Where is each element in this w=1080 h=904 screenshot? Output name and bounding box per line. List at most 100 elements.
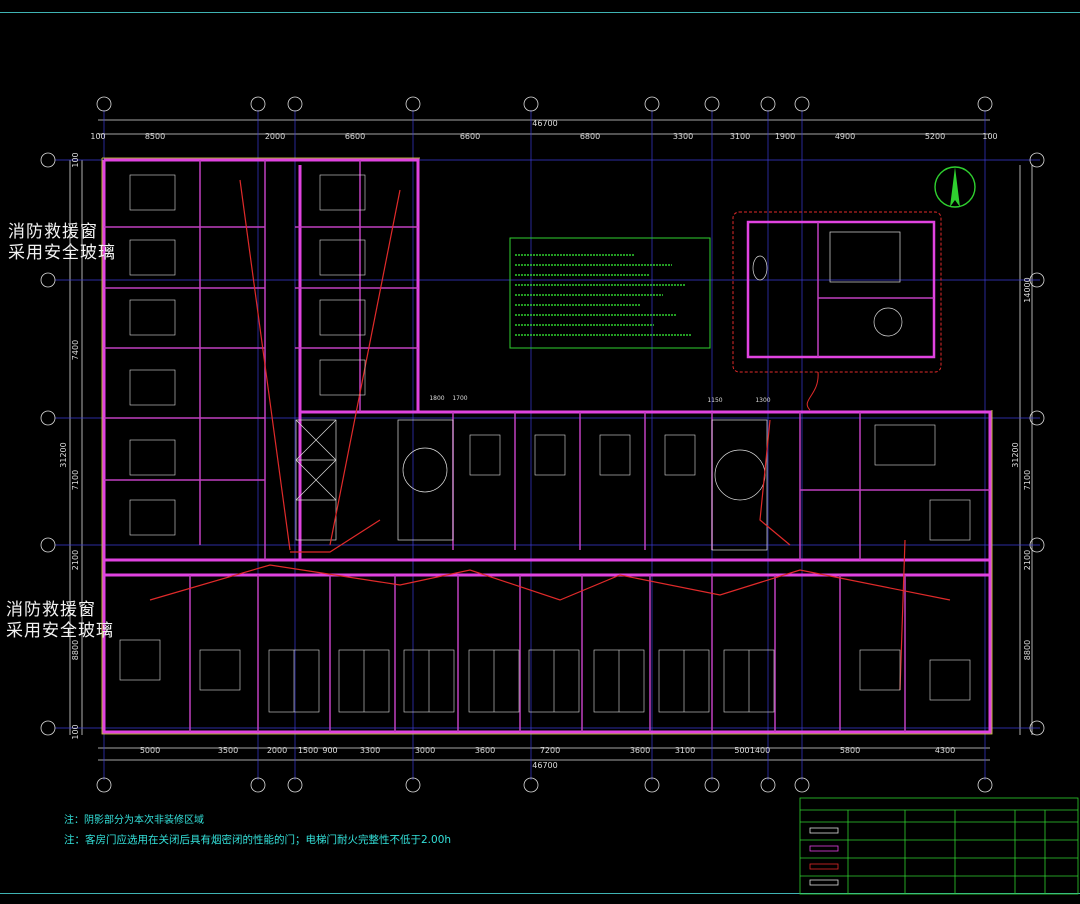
axis-bubble <box>1029 152 1045 168</box>
axis-bubble <box>523 96 539 112</box>
dimension-label: 7200 <box>540 746 560 755</box>
viewport-bottom-border <box>0 893 1080 894</box>
dimension-label: 14000 <box>1023 277 1032 302</box>
axis-bubbles <box>40 96 1045 793</box>
axis-bubble <box>644 96 660 112</box>
dimension-label: 8500 <box>145 132 165 141</box>
outer-yellow <box>101 157 993 735</box>
axis-bubble <box>250 777 266 793</box>
dimension-label: 2100 <box>71 550 80 570</box>
dimension-label: 7100 <box>71 470 80 490</box>
dimension-label: 8800 <box>1023 640 1032 660</box>
north-arrow-icon <box>934 166 976 208</box>
dimension-label: 100 <box>71 152 80 167</box>
note-door-requirement: 注：客房门应选用在关闭后具有烟密闭的性能的门；电梯门耐火完整性不低于2.00h <box>64 834 452 846</box>
building-walls <box>102 158 992 734</box>
dimension-label: 1800 <box>429 395 444 402</box>
rescue-window-label-2: 消防救援窗 采用安全玻璃 <box>6 600 114 641</box>
dimension-label: 7100 <box>1023 470 1032 490</box>
viewport-top-border <box>0 12 1080 13</box>
dimension-label: 500 <box>734 746 749 755</box>
dimension-label: 6600 <box>345 132 365 141</box>
axis-bubble <box>287 777 303 793</box>
left-total-dimension: 31200 <box>59 442 68 467</box>
axis-bubble <box>287 96 303 112</box>
furniture <box>119 174 971 713</box>
top-dimension-chain <box>98 119 990 135</box>
dimension-label: 3000 <box>415 746 435 755</box>
axis-bubble <box>977 777 993 793</box>
right-total-dimension: 31200 <box>1011 442 1020 467</box>
bottom-dimension-labels: 5000 3500 2000 1500 900 3300 3000 3600 7200 3600 3… <box>140 746 955 755</box>
axis-grid <box>55 110 1040 780</box>
axis-bubble <box>40 410 56 426</box>
dimension-label: 3300 <box>673 132 693 141</box>
dimension-label: 3100 <box>730 132 750 141</box>
dimension-label: 4300 <box>935 746 955 755</box>
dimension-label: 100 <box>982 132 997 141</box>
axis-bubble <box>794 777 810 793</box>
dimension-label: 1700 <box>452 395 467 402</box>
overall-dimension-bottom: 46700 <box>532 761 557 770</box>
axis-bubble <box>96 96 112 112</box>
axis-bubble <box>1029 272 1045 288</box>
left-dimension-chain <box>69 160 83 735</box>
axis-bubble <box>760 96 776 112</box>
dimension-label: 2000 <box>267 746 287 755</box>
axis-bubble <box>250 96 266 112</box>
dimension-label: 3600 <box>630 746 650 755</box>
dimension-label: 3500 <box>218 746 238 755</box>
notes-box <box>509 237 711 349</box>
axis-bubble <box>523 777 539 793</box>
axis-bubble <box>405 96 421 112</box>
room-partitions <box>104 160 990 732</box>
axis-bubble <box>1029 410 1045 426</box>
dimension-label: 3100 <box>675 746 695 755</box>
axis-bubble <box>40 720 56 736</box>
axis-bubble <box>704 96 720 112</box>
small-dimension-labels: 1700 1150 1300 1800 <box>429 395 770 404</box>
rescue-window-label-1: 消防救援窗 采用安全玻璃 <box>8 222 116 263</box>
dimension-label: 3600 <box>475 746 495 755</box>
dimension-label: 900 <box>322 746 337 755</box>
dimension-label: 100 <box>90 132 105 141</box>
dimension-label: 5200 <box>925 132 945 141</box>
dimension-label: 1400 <box>750 746 770 755</box>
dimension-label: 1150 <box>707 397 722 404</box>
dimension-label: 1300 <box>755 397 770 404</box>
bottom-dimension-chain <box>98 747 990 761</box>
note-non-decorated: 注：阴影部分为本次非装修区域 <box>64 815 204 826</box>
axis-bubble <box>760 777 776 793</box>
axis-bubble <box>40 537 56 553</box>
legend-table <box>799 797 1079 895</box>
right-dimension-labels: 14000 7100 2100 8800 <box>1023 277 1032 660</box>
axis-bubble <box>1029 537 1045 553</box>
dimension-label: 3300 <box>360 746 380 755</box>
right-dimension-chain <box>1019 165 1033 735</box>
stair-core-mid <box>397 419 768 551</box>
axis-bubble <box>704 777 720 793</box>
detail-callout <box>732 211 942 411</box>
dimension-label: 1500 <box>298 746 318 755</box>
axis-bubble <box>644 777 660 793</box>
axis-bubble <box>40 272 56 288</box>
dimension-label: 2000 <box>265 132 285 141</box>
dimension-label: 5000 <box>140 746 160 755</box>
dimension-label: 4900 <box>835 132 855 141</box>
axis-bubble <box>977 96 993 112</box>
axis-bubble <box>1029 720 1045 736</box>
stair-core-left <box>295 419 337 541</box>
dimension-label: 6800 <box>580 132 600 141</box>
axis-bubble <box>405 777 421 793</box>
axis-bubble <box>794 96 810 112</box>
dimension-label: 5800 <box>840 746 860 755</box>
axis-bubble <box>96 777 112 793</box>
dimension-label: 8800 <box>71 640 80 660</box>
dimension-label: 1900 <box>775 132 795 141</box>
notes-text-lines <box>515 254 691 336</box>
dimension-label: 2100 <box>1023 550 1032 570</box>
